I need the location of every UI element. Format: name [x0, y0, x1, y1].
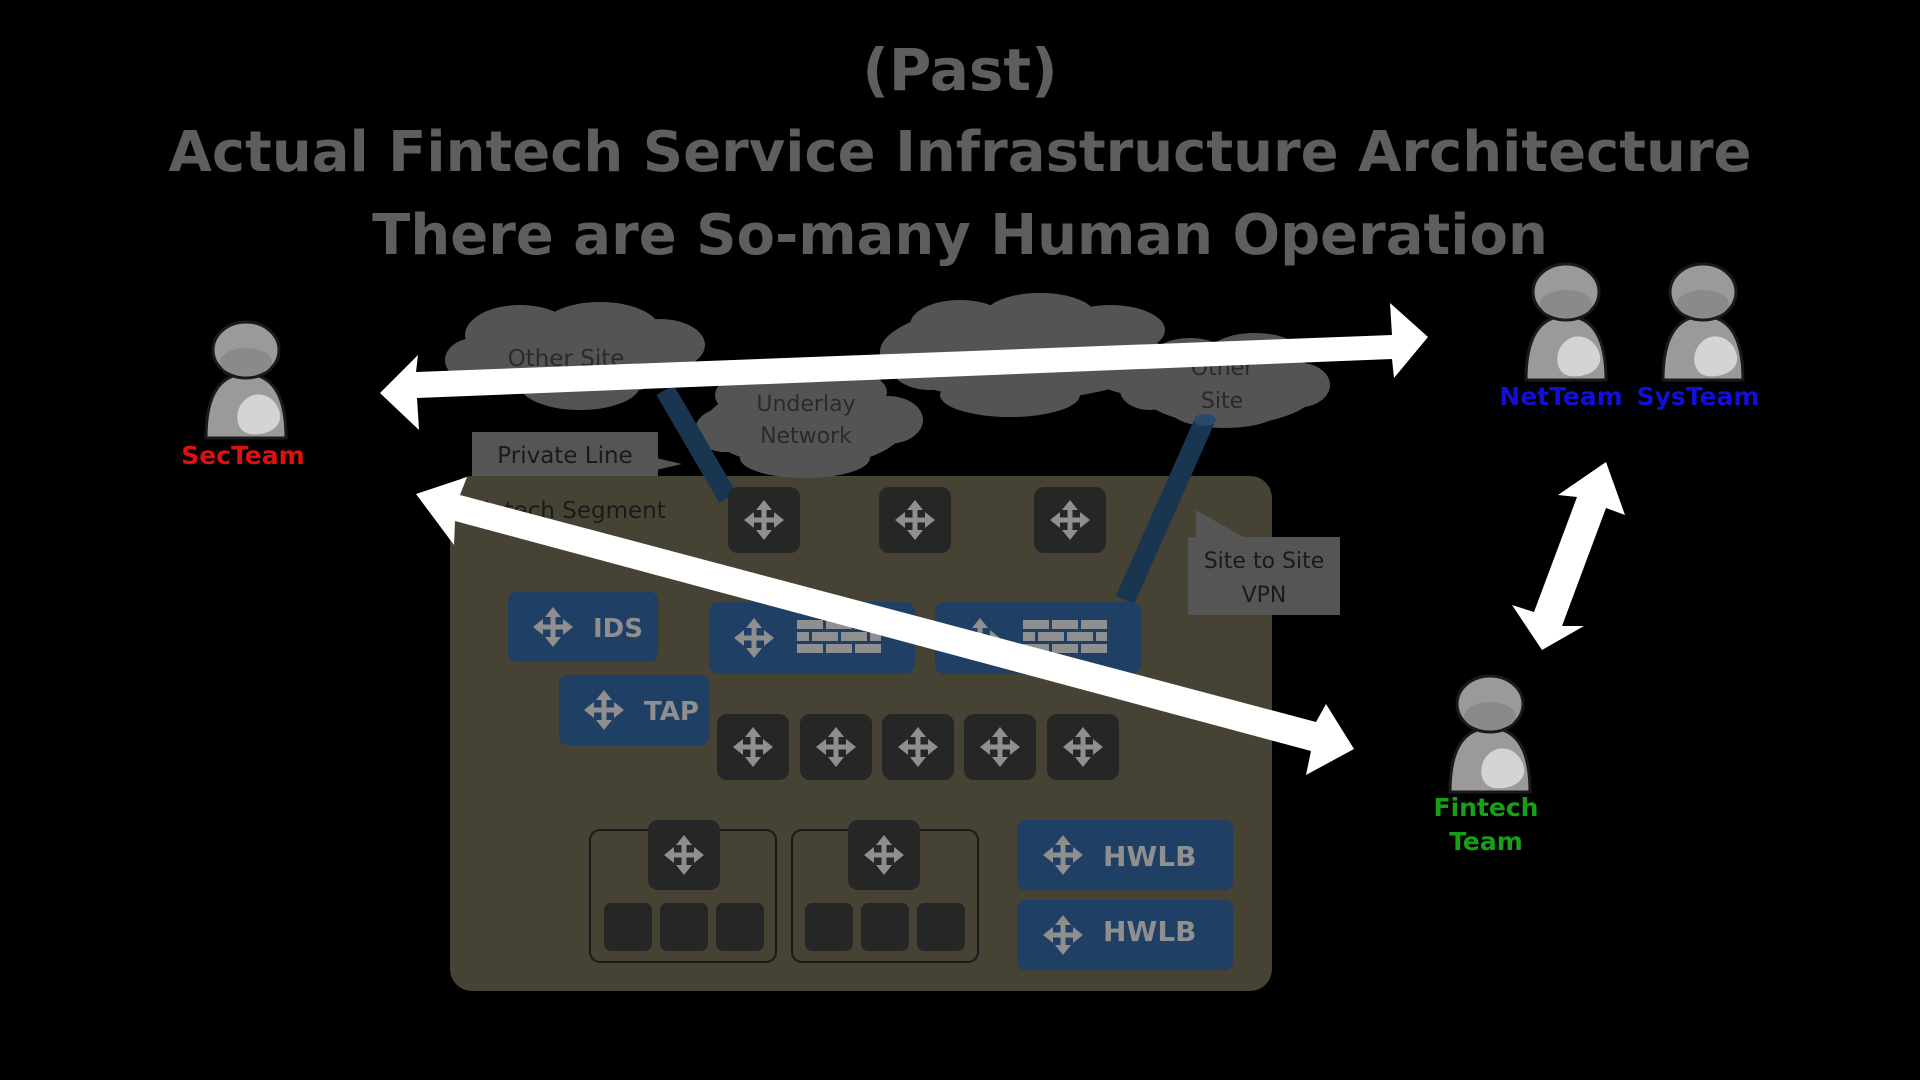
cloud-underlay-label-1: Underlay: [756, 392, 855, 417]
private-line-pipe: [656, 384, 737, 504]
hwlb-device-2: [1017, 900, 1233, 970]
router-top-1: [728, 487, 800, 553]
secteam-person-icon: [204, 320, 288, 440]
netteam-label: NetTeam: [1499, 382, 1622, 411]
arrow-netteam-fintechteam: [1512, 462, 1625, 650]
title-line-3: There are So-many Human Operation: [372, 203, 1548, 268]
private-line-label: Private Line: [497, 443, 632, 469]
router-mid-1: [717, 714, 789, 780]
tap-label: TAP: [644, 697, 699, 727]
server-group-1: [589, 820, 777, 963]
vpn-callout: [1188, 510, 1340, 615]
router-top-2: [879, 487, 951, 553]
ids-device: [508, 592, 658, 662]
cloud-other-site-right-label-2: Site: [1201, 389, 1243, 414]
vpn-pipe-end: [1194, 414, 1216, 426]
hwlb-label-1: HWLB: [1103, 840, 1197, 873]
router-top-3: [1034, 487, 1106, 553]
netteam-person-icon: [1524, 262, 1608, 382]
fintechteam-person-icon: [1448, 674, 1532, 794]
fintechteam-label-2: Team: [1449, 827, 1523, 856]
router-mid-4: [964, 714, 1036, 780]
secteam-label: SecTeam: [181, 441, 304, 470]
ids-label: IDS: [593, 614, 643, 644]
vpn-label-2: VPN: [1242, 583, 1287, 608]
arrow-secteam-netteam: [380, 303, 1428, 430]
router-mid-3: [882, 714, 954, 780]
tap-device: [559, 675, 709, 745]
private-line-callout: [472, 432, 682, 476]
hwlb-device-1: [1017, 820, 1233, 890]
title-line-1: (Past): [862, 36, 1058, 104]
router-mid-2: [800, 714, 872, 780]
arrow-secteam-fintechteam: [416, 477, 1354, 775]
server-group-2: [791, 820, 979, 963]
systeam-person-icon: [1661, 262, 1745, 382]
vpn-pipe: [1115, 415, 1215, 605]
hwlb-label-2: HWLB: [1103, 915, 1197, 948]
cloud-underlay-label-2: Network: [760, 424, 852, 449]
fintechteam-label-1: Fintech: [1434, 793, 1539, 822]
systeam-label: SysTeam: [1637, 382, 1760, 411]
title-line-2: Actual Fintech Service Infrastructure Ar…: [168, 120, 1752, 185]
vpn-label-1: Site to Site: [1204, 549, 1325, 574]
router-mid-5: [1047, 714, 1119, 780]
